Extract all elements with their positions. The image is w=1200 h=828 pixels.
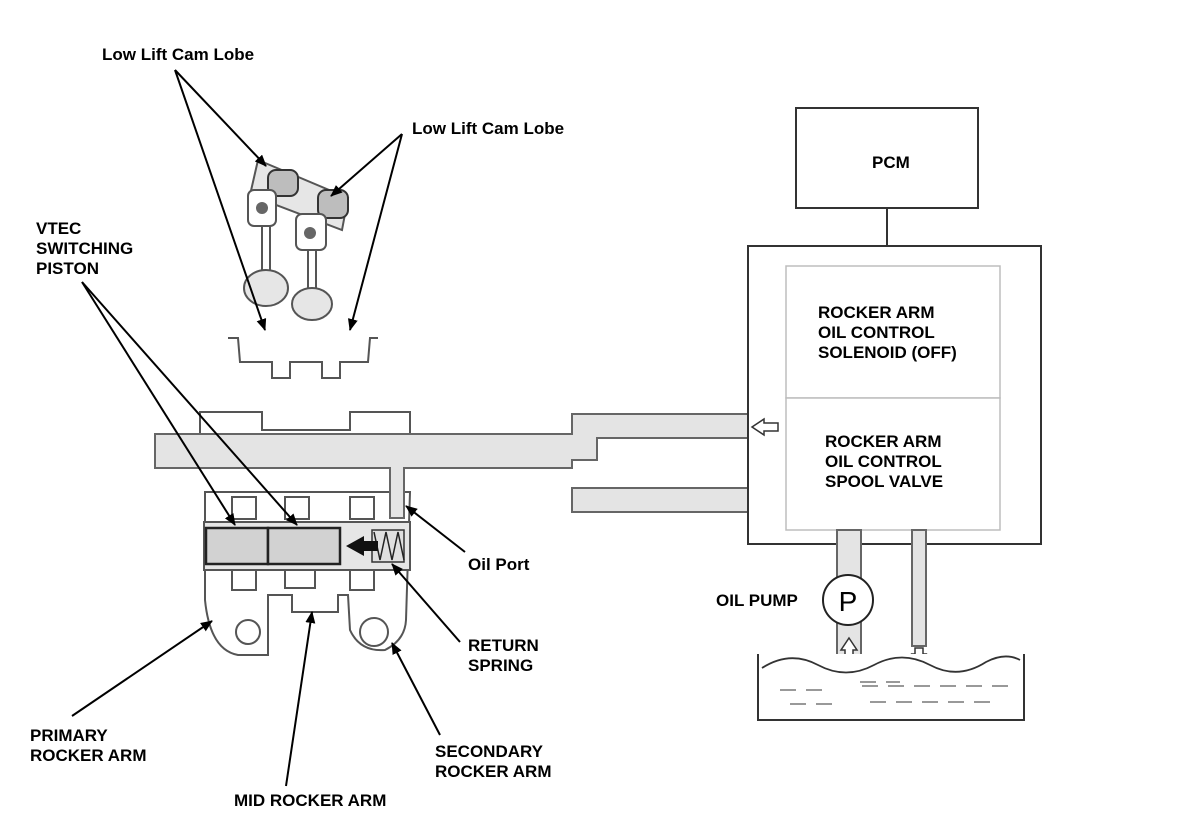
spool-valve-section bbox=[785, 397, 1001, 531]
label-vtec-piston-line-2: SWITCHING bbox=[36, 239, 133, 258]
oil-flow-arrow-feed bbox=[750, 417, 779, 437]
label-primary-line-2: ROCKER ARM bbox=[30, 746, 146, 765]
solenoid-section bbox=[785, 265, 1001, 399]
label-spool-line-2: OIL CONTROL bbox=[825, 452, 942, 471]
piston-motion-arrow bbox=[346, 536, 378, 556]
label-spool-line-1: ROCKER ARM bbox=[825, 432, 941, 451]
text-labels: Low Lift Cam Lobe Low Lift Cam Lobe VTEC… bbox=[30, 45, 957, 810]
pcm-box bbox=[795, 107, 979, 209]
oil-surface bbox=[761, 655, 1021, 674]
label-low-lift-cam-lobe-2: Low Lift Cam Lobe bbox=[412, 119, 564, 138]
label-return-spring-line-1: RETURN bbox=[468, 636, 539, 655]
label-solenoid-line-3: SOLENOID (OFF) bbox=[818, 343, 957, 362]
label-solenoid-line-1: ROCKER ARM bbox=[818, 303, 934, 322]
label-return-spring-line-2: SPRING bbox=[468, 656, 533, 675]
label-secondary-line-2: ROCKER ARM bbox=[435, 762, 551, 781]
label-pump-symbol: P bbox=[839, 586, 858, 617]
label-solenoid-line-2: OIL CONTROL bbox=[818, 323, 935, 342]
label-mid-rocker-arm: MID ROCKER ARM bbox=[234, 791, 386, 810]
oil-pump-circuit bbox=[757, 529, 1025, 721]
label-oil-port: Oil Port bbox=[468, 555, 530, 574]
label-secondary-line-1: SECONDARY bbox=[435, 742, 544, 761]
label-spool-line-3: SPOOL VALVE bbox=[825, 472, 943, 491]
return-spring-coils bbox=[373, 531, 405, 561]
label-oil-pump: OIL PUMP bbox=[716, 591, 798, 610]
cylinder-head-section bbox=[228, 337, 378, 379]
camshaft-illustration bbox=[243, 158, 350, 321]
oil-pump-symbol bbox=[822, 574, 874, 626]
piston-assembly bbox=[203, 521, 411, 571]
leader-lines bbox=[71, 69, 466, 787]
oil-passages bbox=[154, 413, 791, 519]
label-vtec-piston-line-3: PISTON bbox=[36, 259, 99, 278]
label-vtec-piston-line-1: VTEC bbox=[36, 219, 81, 238]
label-primary-line-1: PRIMARY bbox=[30, 726, 108, 745]
label-pcm: PCM bbox=[872, 153, 910, 172]
label-low-lift-cam-lobe-1: Low Lift Cam Lobe bbox=[102, 45, 254, 64]
